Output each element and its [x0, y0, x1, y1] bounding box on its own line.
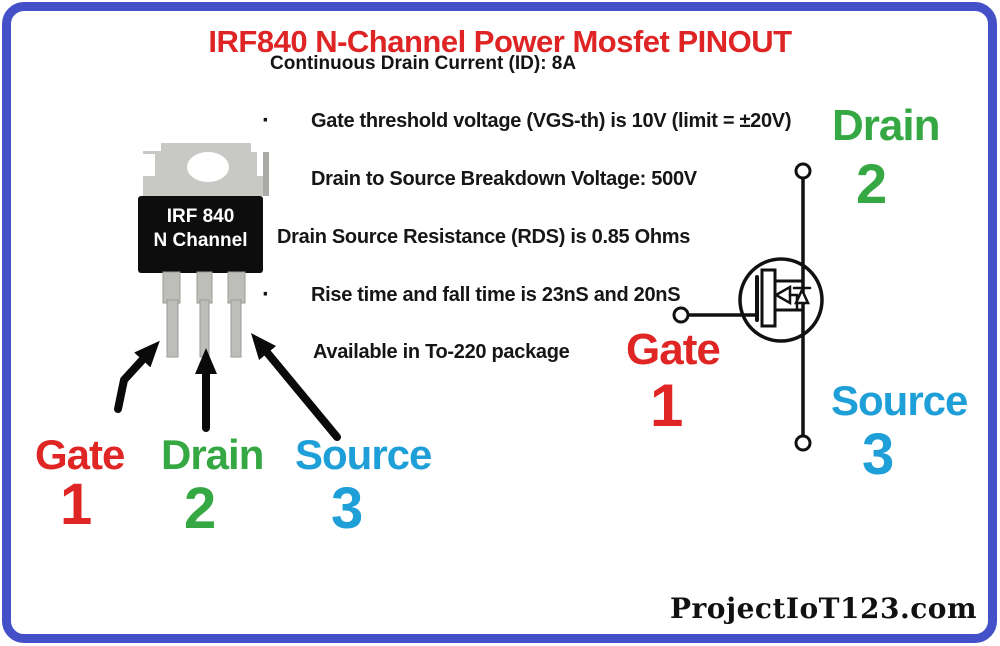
source-terminal [794, 434, 812, 452]
pkg-source-number: 3 [331, 476, 364, 541]
transistor-envelope [738, 257, 824, 343]
package-body [138, 196, 263, 273]
substrate-wire [788, 293, 799, 312]
package-marking: IRF 840 N Channel [138, 205, 263, 253]
spec-text: Drain Source Resistance (RDS) is 0.85 Oh… [277, 226, 691, 248]
pkg-drain-number: 2 [184, 476, 217, 541]
pkg-source-label: Source [295, 431, 432, 478]
metal-tab [143, 143, 271, 196]
pkg-drain-label: Drain [161, 431, 264, 478]
sym-source-number: 3 [862, 422, 895, 487]
bullet-dot-icon: · [262, 281, 270, 308]
page-subtitle: Continuous Drain Current (ID): 8A [270, 53, 577, 74]
sym-drain-label: Drain [832, 101, 940, 150]
package-legs [162, 271, 246, 358]
sym-source-label: Source [831, 377, 968, 424]
gate-arrow [114, 340, 160, 413]
pin-arrows [114, 333, 341, 441]
drain-terminal [794, 162, 812, 180]
source-arrow [250, 333, 341, 441]
mosfet-symbol [672, 162, 824, 452]
page-title: IRF840 N-Channel Power Mosfet PINOUT [208, 24, 792, 59]
spec-text: Available in To-220 package [313, 341, 570, 363]
to220-package-graphic [114, 143, 341, 441]
bullet-dot-icon: · [262, 107, 270, 134]
spec-item: Available in To-220 package [313, 339, 570, 365]
package-marking-line1: IRF 840 [166, 206, 235, 227]
sym-drain-number: 2 [856, 152, 888, 215]
gate-terminal [672, 306, 690, 324]
spec-text: Rise time and fall time is 23nS and 20nS [311, 284, 681, 306]
substrate-arrow [773, 284, 792, 306]
website-credit: ProjectIoT123.com [670, 592, 978, 625]
mounting-hole [187, 152, 229, 182]
sym-gate-label: Gate [626, 325, 721, 374]
spec-item: · Rise time and fall time is 23nS and 20n… [262, 281, 681, 308]
package-marking-line2: N Channel [153, 230, 248, 251]
sym-gate-number: 1 [650, 372, 684, 439]
spec-text: Drain to Source Breakdown Voltage: 500V [311, 168, 697, 190]
pkg-gate-label: Gate [35, 431, 125, 478]
body-diode [794, 287, 810, 305]
spec-item: · Gate threshold voltage (VGS-th) is 10V … [262, 108, 791, 134]
spec-text: Gate threshold voltage (VGS-th) is 10V (… [311, 110, 792, 132]
channel-bar [760, 268, 777, 328]
pkg-gate-number: 1 [60, 472, 93, 537]
